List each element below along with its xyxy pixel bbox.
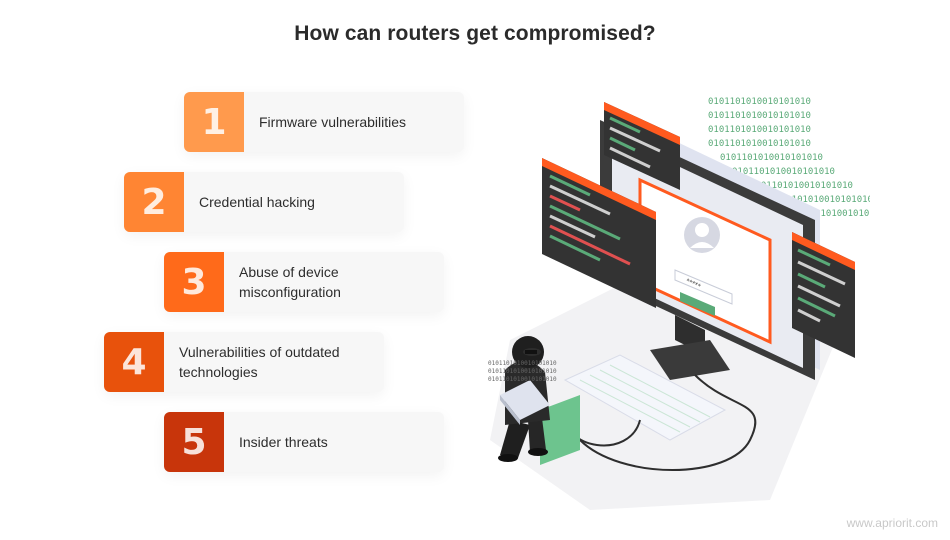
watermark: www.apriorit.com [846, 516, 938, 530]
chair [540, 395, 580, 465]
login-button [680, 292, 715, 316]
svg-text:0101101010010101010: 0101101010010101010 [770, 195, 870, 205]
keyboard-keys [579, 364, 711, 433]
page-title: How can routers get compromised? [294, 22, 656, 45]
list-item-outdated: 4 Vulnerabilities of outdated technologi… [104, 332, 384, 392]
list-item-firmware: 1 Firmware vulnerabilities [184, 92, 464, 152]
svg-text:0101101010010101010: 0101101010010101010 [708, 111, 811, 121]
svg-text:0101101010010101010: 0101101010010101010 [708, 139, 811, 149]
item-number-badge: 5 [164, 412, 224, 472]
svg-text:0101101010010101010: 0101101010010101010 [488, 360, 557, 367]
list-item-credential: 2 Credential hacking [124, 172, 404, 232]
svg-text:0101101010010101010: 0101101010010101010 [708, 125, 811, 135]
list-item-insider: 5 Insider threats [164, 412, 444, 472]
item-label: Abuse of device misconfiguration [239, 264, 341, 300]
item-number-badge: 4 [104, 332, 164, 392]
svg-text:0101101010010101010: 0101101010010101010 [732, 167, 835, 177]
keyboard [563, 354, 727, 441]
svg-text:0101101010010101010: 0101101010010101010 [488, 368, 557, 375]
cable [579, 374, 757, 471]
binary-code-stream: 0101101010010101010 0101101010010101010 … [708, 97, 870, 219]
list-item-misconfiguration: 3 Abuse of device misconfiguration [164, 252, 444, 312]
item-label: Vulnerabilities of outdated technologies [179, 344, 340, 380]
hacker-figure: 0101101010010101010 0101101010010101010 … [488, 336, 557, 462]
item-number-badge: 2 [124, 172, 184, 232]
item-label: Credential hacking [199, 194, 315, 210]
svg-text:0101101010010101010: 0101101010010101010 [488, 376, 557, 383]
monitor-base [650, 340, 730, 380]
svg-text:0101101010010101010: 0101101010010101010 [720, 153, 823, 163]
password-field [674, 269, 733, 305]
item-label: Insider threats [239, 434, 328, 450]
hacker-computer-illustration: 0101101010010101010 0101101010010101010 … [488, 97, 870, 510]
svg-text:0101101010010101010: 0101101010010101010 [708, 97, 811, 107]
item-label: Firmware vulnerabilities [259, 114, 407, 130]
svg-text:0101101010010101010: 0101101010010101010 [788, 209, 870, 219]
code-window-top [604, 102, 680, 190]
item-number-badge: 3 [164, 252, 224, 312]
code-window-left [542, 158, 656, 308]
code-window-right [792, 232, 855, 358]
item-number-badge: 1 [184, 92, 244, 152]
svg-text:0101101010010101010: 0101101010010101010 [750, 181, 853, 191]
